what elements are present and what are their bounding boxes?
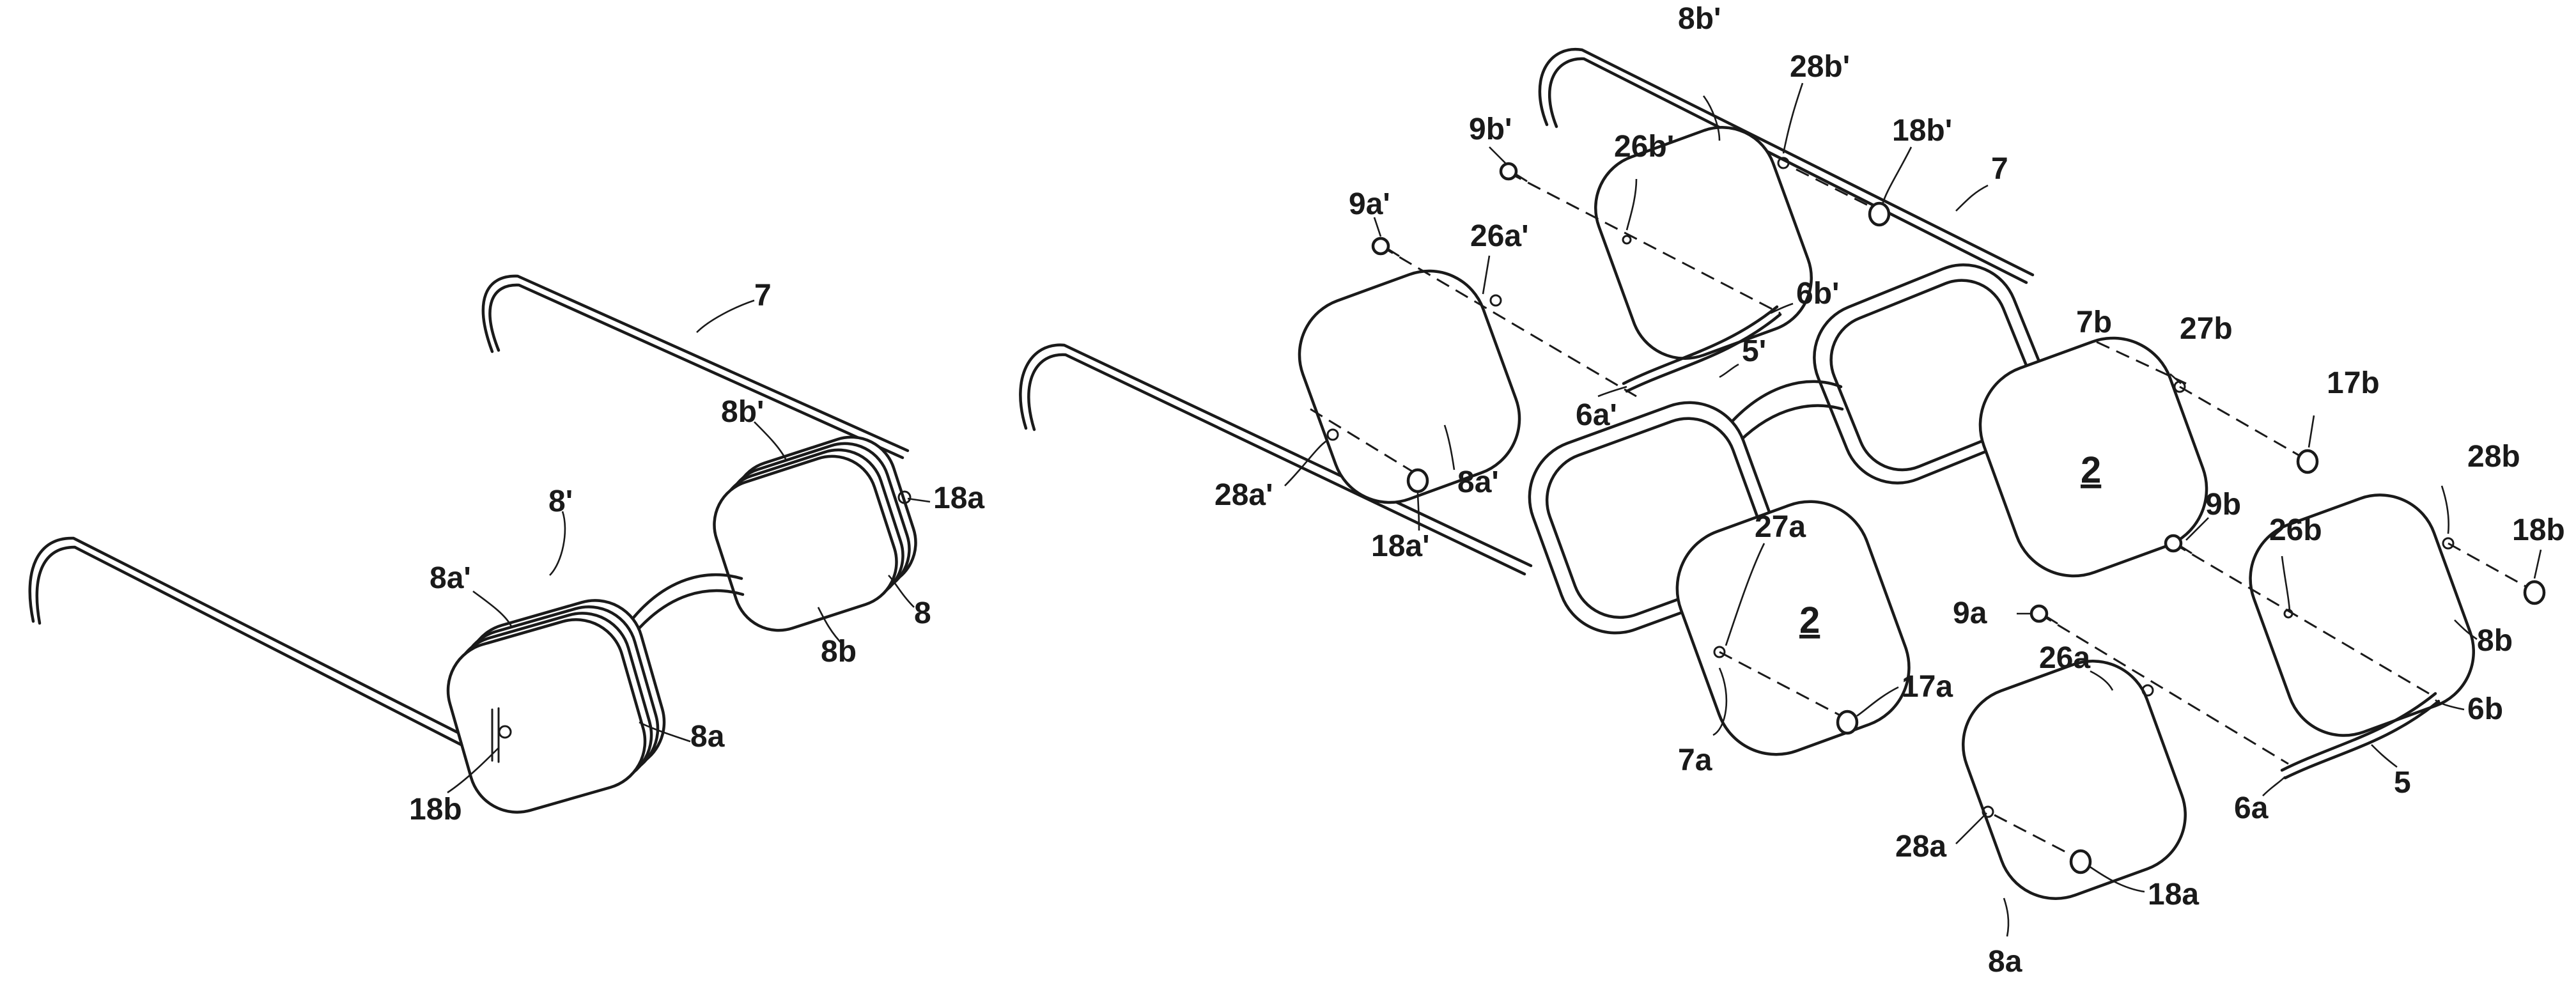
label-8b-left: 8b [821, 635, 857, 669]
label-18b-left: 18b [409, 793, 462, 826]
label-28a: 28a [1895, 830, 1946, 864]
label-9b: 9b [2205, 488, 2241, 522]
label-9a-prime: 9a' [1349, 187, 1390, 221]
label-8a-prime-right: 8a' [1457, 465, 1499, 499]
label-9a: 9a [1953, 596, 1987, 630]
label-8a-left: 8a [690, 720, 725, 754]
guide-17b [2180, 387, 2308, 460]
label-17b: 17b [2327, 366, 2380, 400]
label-8b-prime-right: 8b' [1678, 2, 1721, 36]
label-2-right: 2 [2081, 449, 2101, 491]
label-8a-prime-left: 8a' [430, 561, 471, 595]
label-9b-prime: 9b' [1469, 113, 1512, 146]
label-18a-prime: 18a' [1371, 529, 1430, 563]
guide-18b [2448, 543, 2534, 591]
label-8-prime-left: 8' [548, 485, 573, 518]
label-8b-prime-left: 8b' [721, 395, 764, 429]
screw-9a [2031, 606, 2057, 623]
near-temple-arm [30, 538, 473, 749]
label-26b: 26b [2269, 513, 2322, 547]
nut-17a [1838, 711, 1857, 733]
nut-18b-prime [1870, 203, 1889, 225]
far-temple-arm [483, 276, 908, 458]
label-27b: 27b [2180, 312, 2233, 346]
label-28a-prime: 28a' [1214, 478, 1273, 512]
assembled-glasses [30, 276, 927, 823]
label-6a: 6a [2234, 791, 2269, 825]
guide-18b-prime [1796, 169, 1879, 211]
left-lens-stack [437, 589, 676, 824]
label-8a-right: 8a [1988, 945, 2022, 979]
lens-8a [1947, 645, 2201, 915]
assembled-bridge [626, 575, 743, 639]
label-7-right: 7 [1991, 152, 2008, 186]
label-6b: 6b [2467, 692, 2503, 726]
label-18a-left: 18a [933, 481, 984, 515]
label-5: 5 [2394, 766, 2411, 800]
label-17a: 17a [1902, 670, 1953, 704]
label-7-left: 7 [754, 279, 772, 313]
label-28b: 28b [2467, 440, 2520, 474]
nut-18b [2525, 582, 2544, 603]
nut-18a [2071, 851, 2090, 873]
label-18a-right: 18a [2148, 878, 2199, 912]
label-27a: 27a [1755, 510, 1806, 544]
label-6a-prime: 6a' [1576, 398, 1617, 432]
right-lens-stack [702, 426, 927, 642]
label-7a: 7a [1678, 743, 1712, 777]
label-2-center: 2 [1799, 600, 1820, 641]
nut-17b [2298, 451, 2317, 472]
label-18b-prime: 18b' [1892, 114, 1952, 148]
label-5-prime: 5' [1742, 334, 1766, 368]
label-26a-prime: 26a' [1470, 219, 1529, 253]
label-18b-right: 18b [2512, 513, 2565, 547]
screw-9a-prime [1373, 238, 1399, 256]
label-28b-prime: 28b' [1790, 50, 1850, 84]
label-26a: 26a [2039, 641, 2090, 675]
label-6b-prime: 6b' [1796, 277, 1839, 311]
nut-18a-prime [1408, 470, 1427, 492]
screw-9b-prime [1501, 164, 1526, 181]
label-26b-prime: 26b' [1614, 130, 1674, 164]
label-8-left: 8 [914, 596, 931, 630]
label-7b: 7b [2076, 306, 2112, 339]
label-8b-right: 8b [2477, 624, 2513, 658]
